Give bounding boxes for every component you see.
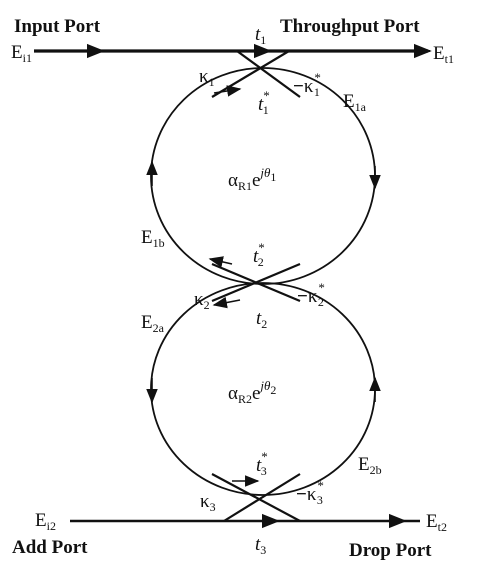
- ring-2-transfer-label: αR2ejθ2: [228, 378, 276, 406]
- field-et1: Et1: [433, 43, 454, 66]
- coupler-3-cross-b: [223, 473, 301, 522]
- label-t2: t2: [256, 308, 267, 331]
- label-k2: κ2: [194, 289, 210, 312]
- field-ei2: Ei2: [35, 510, 56, 533]
- label-t3-conj: t*3: [256, 449, 268, 478]
- label-neg-k3-conj: −κ*3: [296, 478, 324, 507]
- label-neg-k2-conj: −κ*2: [297, 280, 325, 309]
- field-et2: Et2: [426, 511, 447, 534]
- coupler-1-cross-a: [236, 50, 301, 98]
- label-k3: κ3: [200, 491, 216, 514]
- field-e2b: E2b: [358, 454, 382, 477]
- label-k1: κ1: [199, 66, 215, 89]
- label-t3: t3: [255, 534, 266, 557]
- field-e1b: E1b: [141, 227, 165, 250]
- ring-1-top-arrow: [213, 85, 242, 97]
- label-neg-k1-conj: −κ*1: [293, 70, 321, 99]
- coupler-2-cross-b: [211, 262, 301, 303]
- label-t2-conj: t*2: [253, 240, 265, 269]
- ring-2-top-arrow: [212, 296, 241, 309]
- add-port-label: Add Port: [12, 537, 88, 558]
- input-port-label: Input Port: [14, 16, 101, 37]
- label-t1-conj: t*1: [258, 88, 270, 117]
- field-e1a: E1a: [343, 91, 367, 114]
- throughput-port-label: Throughput Port: [280, 16, 420, 37]
- ring-1-bottom-arrow: [208, 256, 233, 268]
- coupler-1-cross-b: [211, 50, 290, 98]
- ring-1-transfer-label: αR1ejθ1: [228, 165, 276, 193]
- label-t1: t1: [255, 24, 266, 47]
- field-e2a: E2a: [141, 312, 165, 335]
- coupler-3-cross-a: [211, 473, 301, 522]
- field-ei1: Ei1: [11, 42, 32, 65]
- drop-port-label: Drop Port: [349, 540, 432, 561]
